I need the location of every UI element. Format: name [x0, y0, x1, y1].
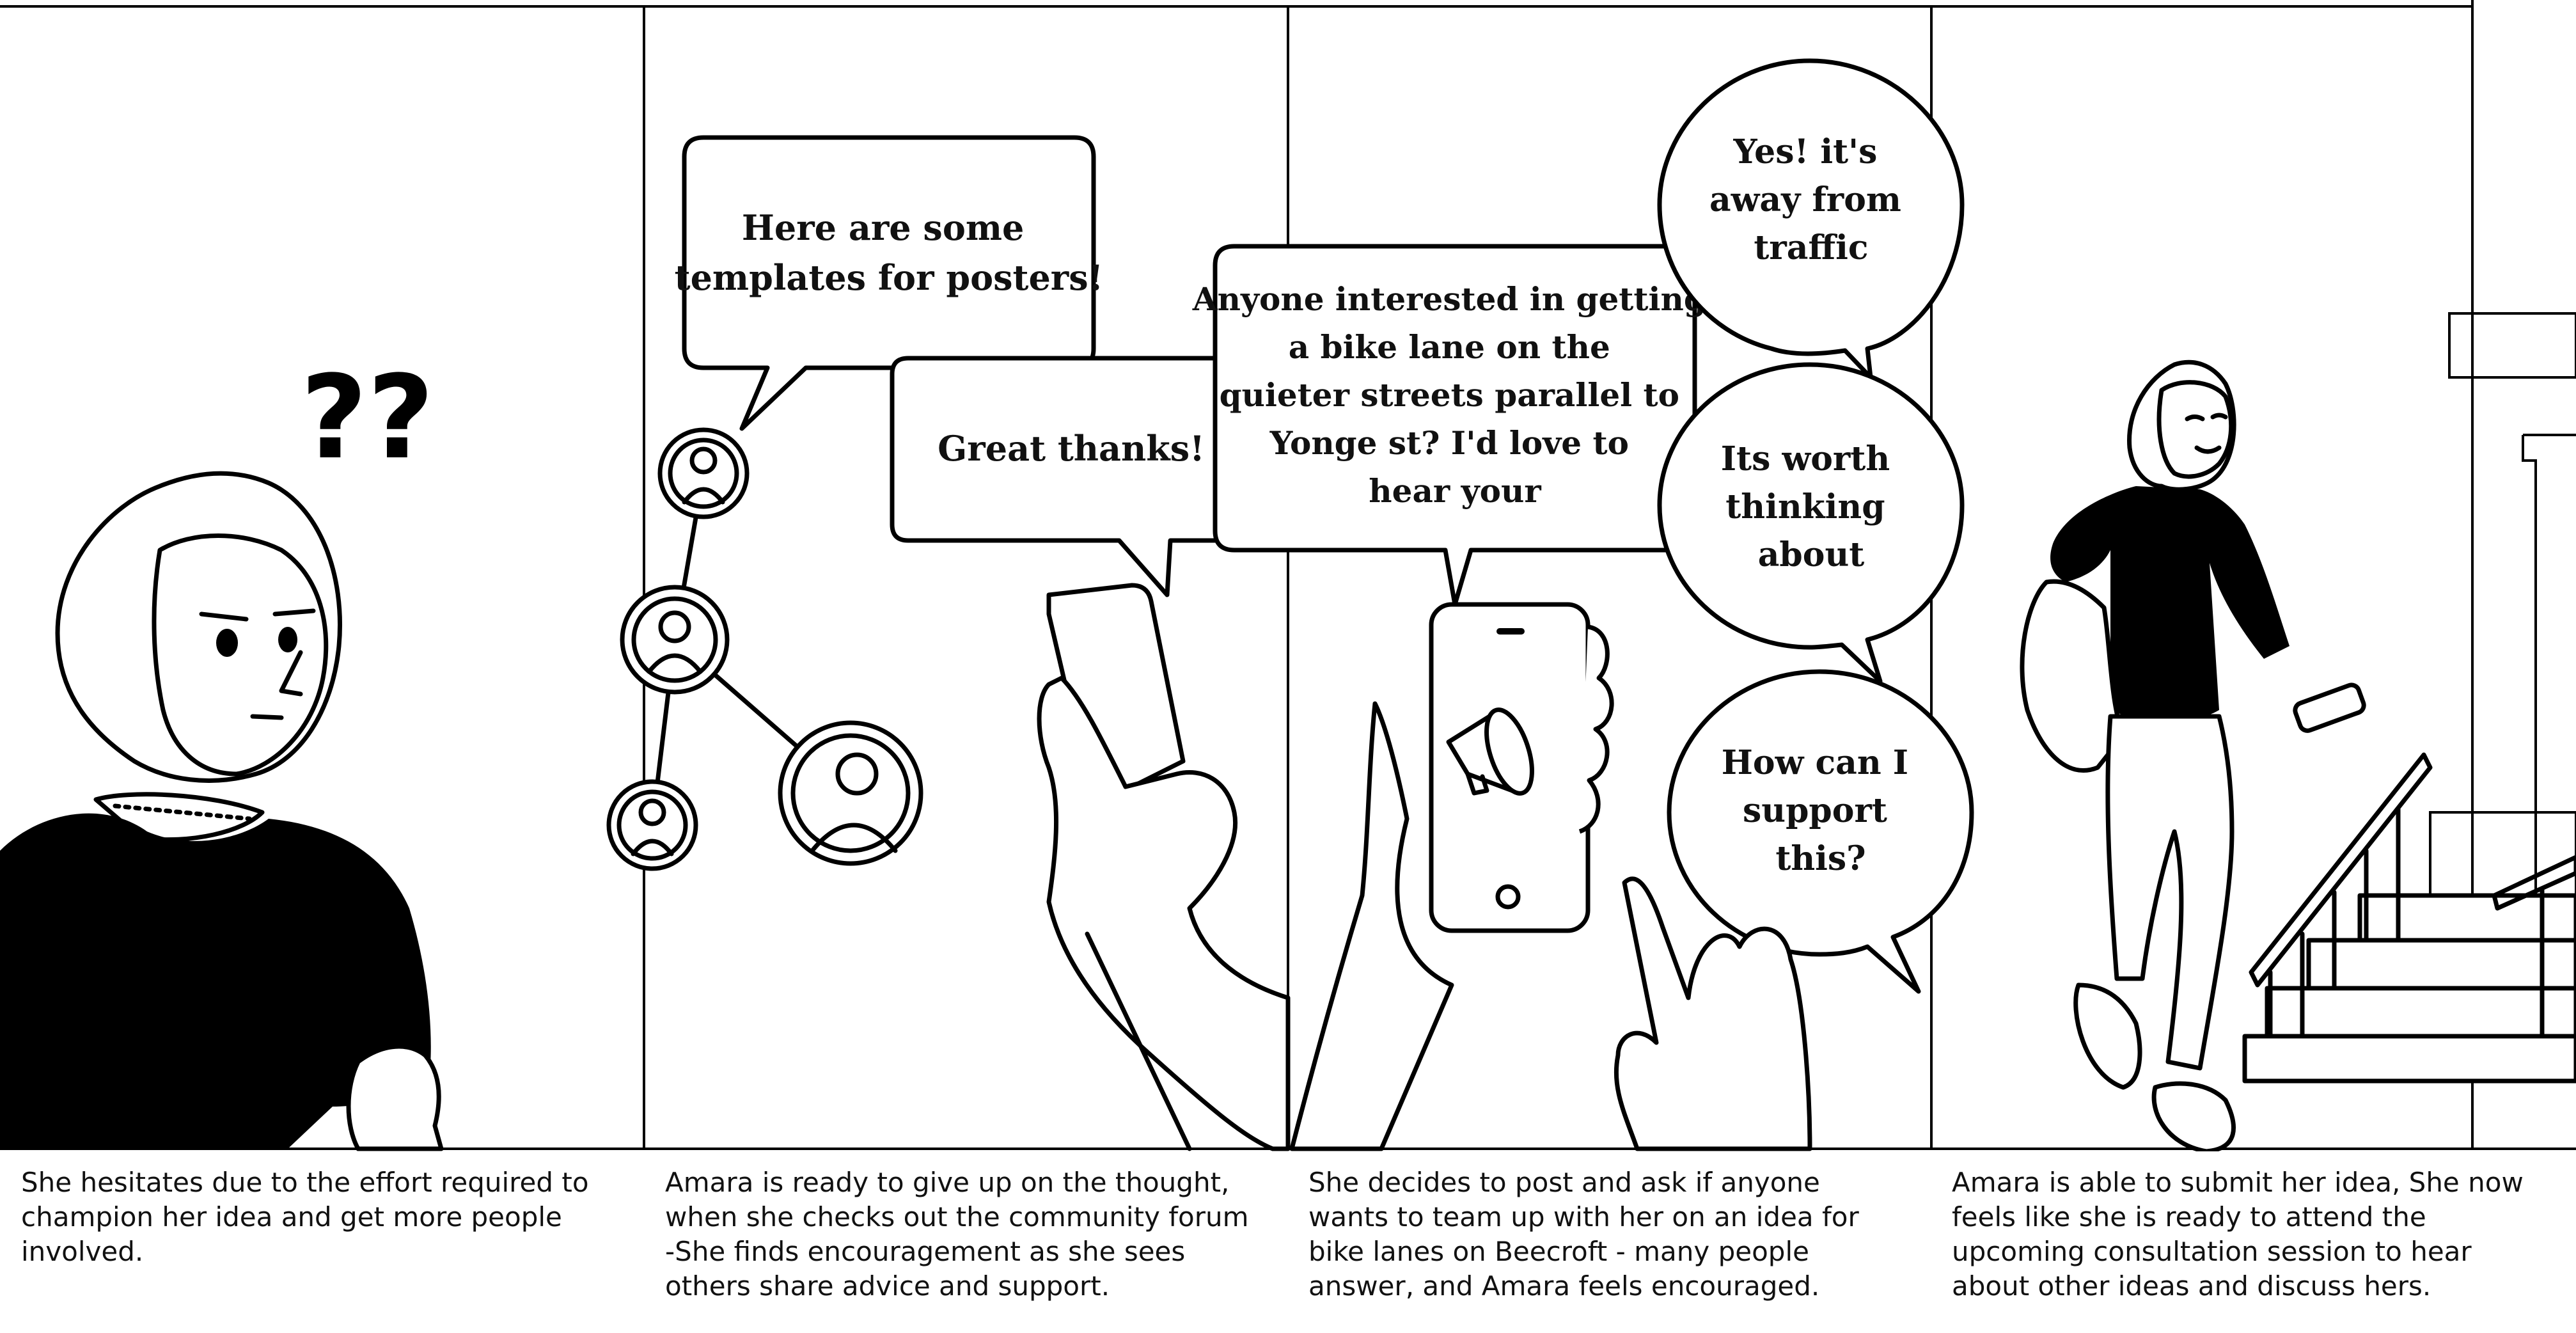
bubble-reply-3-line-2: support: [1743, 791, 1887, 830]
bubble-reply-2-line-2: thinking: [1725, 487, 1885, 526]
bubble-reply-2-line-1: Its worth: [1721, 439, 1890, 478]
hand-holding-phone: [1037, 583, 1291, 1151]
speech-bubble-reply-1: Yes! it's away from traffic: [1657, 58, 1965, 380]
bubble-post-line-4: Yonge st? I'd love to: [1269, 424, 1629, 462]
user-avatar-icon: [778, 720, 923, 866]
speech-bubble-reply-3: How can I support this?: [1667, 669, 1974, 994]
speech-bubble-great-thanks: Great thanks!: [890, 356, 1234, 597]
phone-icon: [1289, 602, 1614, 1151]
bubble-templates-line-1: Here are some: [742, 207, 1025, 248]
bubble-reply-1-line-3: traffic: [1754, 228, 1868, 267]
svg-text:Yes! it's away from: Yes! it's away from traffic: [1709, 132, 1913, 267]
bubble-great-thanks-text: Great thanks!: [938, 428, 1205, 469]
svg-text:Anyone interested in getting: Anyone interested in getting a bike lane…: [1192, 280, 1717, 510]
bubble-reply-1-line-1: Yes! it's: [1733, 132, 1878, 171]
amara-thinking: [0, 471, 444, 1151]
panel-1-illustration: ??: [0, 349, 444, 1151]
bubble-reply-3-line-1: How can I: [1722, 743, 1908, 782]
user-avatar-icon: [620, 585, 730, 695]
panel-3-illustration: Anyone interested in getting a bike lane…: [1192, 58, 1974, 1151]
svg-text:Its worth thinking: Its worth thinking about: [1721, 439, 1902, 574]
panel-4-illustration: [2020, 312, 2576, 1151]
megaphone-icon: [1446, 707, 1534, 796]
bubble-post-line-1: Anyone interested in getting: [1192, 280, 1706, 318]
question-marks-icon: ??: [299, 349, 436, 487]
bubble-reply-3-line-3: this?: [1775, 839, 1865, 878]
panel-3-caption: She decides to post and ask if anyone wa…: [1308, 1167, 1859, 1302]
bubble-post-line-2: a bike lane on the: [1289, 328, 1610, 366]
user-avatar-icon: [606, 779, 698, 871]
amara-walking: [2020, 359, 2366, 1151]
handbag-icon: [2020, 579, 2126, 773]
pointing-hand: [1614, 876, 1812, 1151]
svg-text:Here are some template: Here are some templates for posters!: [675, 207, 1104, 298]
user-avatar-icon: [657, 427, 750, 519]
network-icon: [606, 427, 923, 871]
bubble-post-line-5: hear your: [1369, 472, 1541, 510]
storyboard-strip: ?? Here are some: [0, 0, 2576, 1151]
speech-bubble-post: Anyone interested in getting a bike lane…: [1192, 244, 1717, 607]
svg-text:How can I support: How can I support this?: [1722, 743, 1920, 878]
bubble-templates-line-2: templates for posters!: [675, 257, 1104, 298]
bubble-reply-2-line-3: about: [1758, 535, 1865, 574]
panel-4-caption: Amara is able to submit her idea, She no…: [1952, 1167, 2524, 1302]
speech-bubble-templates: Here are some templates for posters!: [675, 135, 1104, 431]
panel-2-illustration: Here are some templates for posters! Gre…: [606, 135, 1291, 1151]
svg-text:??: ??: [301, 351, 434, 485]
bubble-reply-1-line-2: away from: [1709, 180, 1901, 219]
panel-1-caption: She hesitates due to the effort required…: [21, 1167, 589, 1267]
stairs-icon: [2242, 752, 2576, 1084]
bubble-post-line-3: quieter streets parallel to: [1220, 376, 1679, 414]
speech-bubble-reply-2: Its worth thinking about: [1657, 362, 1965, 684]
panel-2-caption: Amara is ready to give up on the thought…: [665, 1167, 1249, 1302]
